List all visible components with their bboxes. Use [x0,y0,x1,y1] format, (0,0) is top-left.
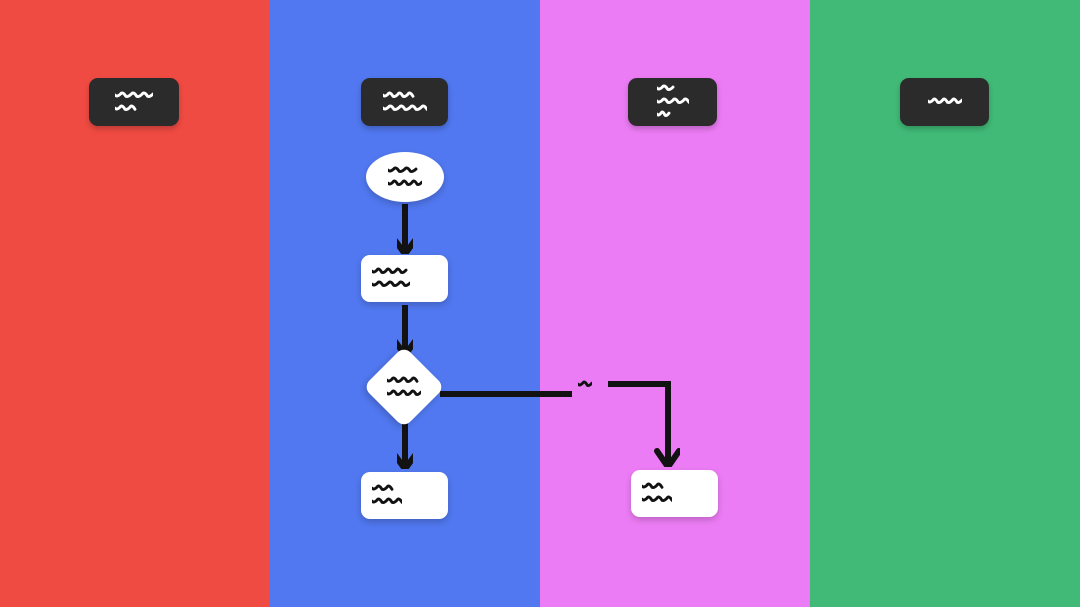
flow-node-decision-label-slot [375,358,433,416]
lane-header-green[interactable] [900,78,989,126]
flow-node-start-label [386,162,424,193]
flow-node-outcome-b-label [640,478,674,509]
flow-node-process-1[interactable] [361,255,448,302]
flow-node-decision-label [385,372,423,403]
lane-header-red-label [113,87,155,118]
flow-node-start[interactable] [366,152,444,202]
flow-node-process-1-label [370,263,412,294]
flow-node-outcome-a[interactable] [361,472,448,519]
flow-node-outcome-a-label [370,480,404,511]
connector-branch-label [573,375,597,395]
lane-header-blue-label [381,87,428,118]
lane-header-blue[interactable] [361,78,448,126]
lane-header-green-label [926,93,963,111]
flow-node-outcome-b[interactable] [631,470,718,517]
lane-header-red[interactable] [89,78,179,126]
lane-header-pink[interactable] [628,78,717,126]
lane-header-pink-label [655,80,690,124]
connector-branch-label-text [576,376,594,394]
flow-node-decision[interactable] [362,345,446,429]
